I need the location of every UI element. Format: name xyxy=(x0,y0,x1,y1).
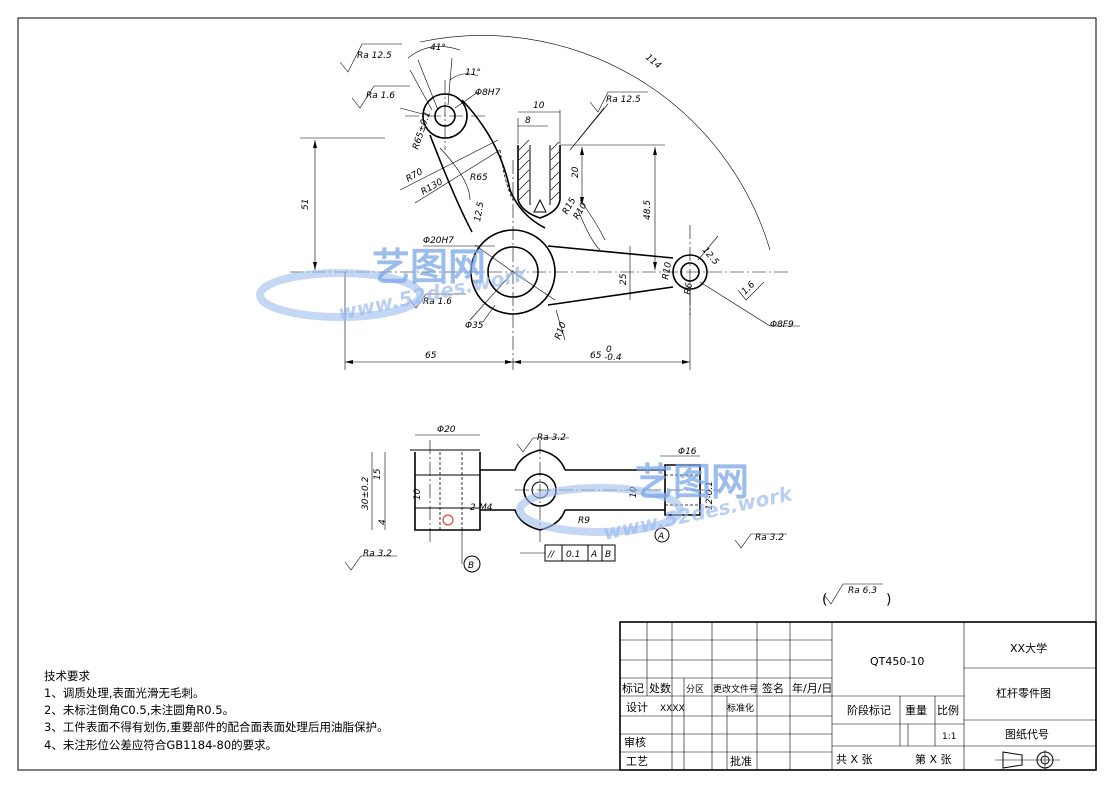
tb-gong: 共 X 张 xyxy=(836,753,873,766)
tb-chushu: 处数 xyxy=(649,682,671,695)
ra-6-3: Ra 6.3 xyxy=(848,586,877,596)
notes-title: 技术要求 xyxy=(44,669,90,683)
tb-shenhe: 审核 xyxy=(624,735,646,749)
tol-datum-b: B xyxy=(605,550,611,560)
datum-a: A xyxy=(657,532,664,542)
tb-di: 第 X 张 xyxy=(915,752,952,766)
watermark-brand-2: 艺图网 xyxy=(635,460,749,504)
note-3: 3、工件表面不得有划伤,重要部件的配合面表面处理后用油脂保护。 xyxy=(44,720,388,734)
projection-symbol-icon xyxy=(995,750,1060,770)
dim-15: 15 xyxy=(373,468,383,480)
dim-r114: 114 xyxy=(643,53,663,72)
dim-d8f9: Φ8F9 xyxy=(770,320,794,330)
dim-65-tol-upper: 0 xyxy=(606,345,612,355)
tb-pizhun: 批准 xyxy=(730,754,752,768)
dim-r10b: R10 xyxy=(661,261,674,280)
dim-41deg: 41° xyxy=(430,43,446,53)
svg-text:): ) xyxy=(886,592,891,608)
dim-65-tol: 65 xyxy=(590,351,602,361)
dim-4: 4 xyxy=(378,519,388,525)
ra-1-6-c: 1.6 xyxy=(740,280,757,297)
ra-12-5-a: Ra 12.5 xyxy=(357,51,392,61)
tb-sheji: 设计 xyxy=(626,701,648,714)
dim-12-5b: 12.5 xyxy=(700,246,721,268)
tb-jieduan: 阶段标记 xyxy=(847,703,891,717)
side-view: Φ20 Φ16 15 30±0.2 10 4 2-M4 R9 10 12-0.1… xyxy=(344,425,891,608)
tol-datum-a: A xyxy=(590,550,597,560)
tb-wenjian: 更改文件号 xyxy=(713,683,758,695)
dim-25: 25 xyxy=(619,273,629,285)
datum-b: B xyxy=(468,561,474,571)
tol-symbol: // xyxy=(547,550,555,560)
note-1: 1、调质处理,表面光滑无毛刺。 xyxy=(44,686,204,700)
watermark-1: 艺图网 www.52des.work xyxy=(256,245,531,325)
dim-r65: R65 xyxy=(470,173,488,183)
dim-20: 20 xyxy=(571,166,581,178)
dim-d20: Φ20 xyxy=(437,425,456,435)
dim-d8h7: Φ8H7 xyxy=(475,88,501,98)
dim-r6: R6 xyxy=(683,282,695,296)
dim-d16: Φ16 xyxy=(678,447,697,457)
tb-zhongliang: 重量 xyxy=(905,703,927,717)
note-4: 4、未注形位公差应符合GB1184-80的要求。 xyxy=(44,738,277,752)
ra-1-6-b: Ra 1.6 xyxy=(423,297,452,307)
dim-10a: 10 xyxy=(413,488,423,500)
ra-3-2-b: Ra 3.2 xyxy=(363,549,392,559)
tb-qianming: 签名 xyxy=(762,681,784,695)
dim-48-5: 48.5 xyxy=(643,200,653,220)
ra-3-2-a: Ra 3.2 xyxy=(537,433,566,443)
dim-30: 30±0.2 xyxy=(361,476,371,510)
dim-r70: R70 xyxy=(405,167,426,185)
dim-10: 10 xyxy=(533,101,545,111)
dim-r9: R9 xyxy=(578,516,590,526)
dim-d20h7: Φ20H7 xyxy=(423,236,454,246)
note-2: 2、未标注倒角C0.5,未注圆角R0.5。 xyxy=(44,703,234,717)
front-view: 51 65 65 -0.4 0 48.5 20 25 10 8 Φ8H7 41°… xyxy=(290,35,800,370)
dim-8: 8 xyxy=(525,116,531,126)
tb-ratio: 1:1 xyxy=(942,732,956,742)
tb-part-name: 杠杆零件图 xyxy=(996,686,1051,700)
dim-r10d: R10 xyxy=(553,321,569,341)
tb-gongyi: 工艺 xyxy=(626,755,648,768)
tb-school: XX大学 xyxy=(1010,641,1047,655)
tb-date: 年/月/日 xyxy=(792,681,832,695)
dim-12: 12-0.1 xyxy=(705,481,715,510)
tb-xxxx: XXXX xyxy=(660,704,685,714)
dim-r65e: R65±0.1 xyxy=(411,110,433,151)
dim-r130: R130 xyxy=(420,177,446,198)
dim-d35: Φ35 xyxy=(465,321,484,331)
ra-3-2-c: Ra 3.2 xyxy=(755,533,784,543)
tb-material: QT450-10 xyxy=(870,655,924,668)
ra-1-6-a: Ra 1.6 xyxy=(366,91,395,101)
tb-biaoji: 标记 xyxy=(622,681,644,695)
tb-fenqu: 分区 xyxy=(686,684,704,695)
dim-11deg: 11° xyxy=(465,68,481,78)
dim-65-tol-lower: -0.4 xyxy=(604,353,622,363)
tb-bili: 比例 xyxy=(937,703,959,717)
sheet-border xyxy=(17,17,1097,771)
dim-12-5: 12.5 xyxy=(473,201,486,223)
dim-2-m4: 2-M4 xyxy=(470,503,493,513)
watermark-brand-1: 艺图网 xyxy=(372,245,486,289)
title-block: QT450-10 XX大学 杠杆零件图 图纸代号 标记 处数 分区 更改文件号 … xyxy=(619,621,1097,771)
tol-value: 0.1 xyxy=(566,550,580,560)
technical-notes: 技术要求 1、调质处理,表面光滑无毛刺。 2、未标注倒角C0.5,未注圆角R0.… xyxy=(44,669,388,752)
ra-12-5-b: Ra 12.5 xyxy=(606,95,641,105)
dim-51: 51 xyxy=(301,199,311,210)
svg-text:(: ( xyxy=(822,592,827,608)
dim-65: 65 xyxy=(425,351,437,361)
tb-drawing-code: 图纸代号 xyxy=(1005,728,1049,741)
tb-biaozhun: 标准化 xyxy=(727,702,754,714)
